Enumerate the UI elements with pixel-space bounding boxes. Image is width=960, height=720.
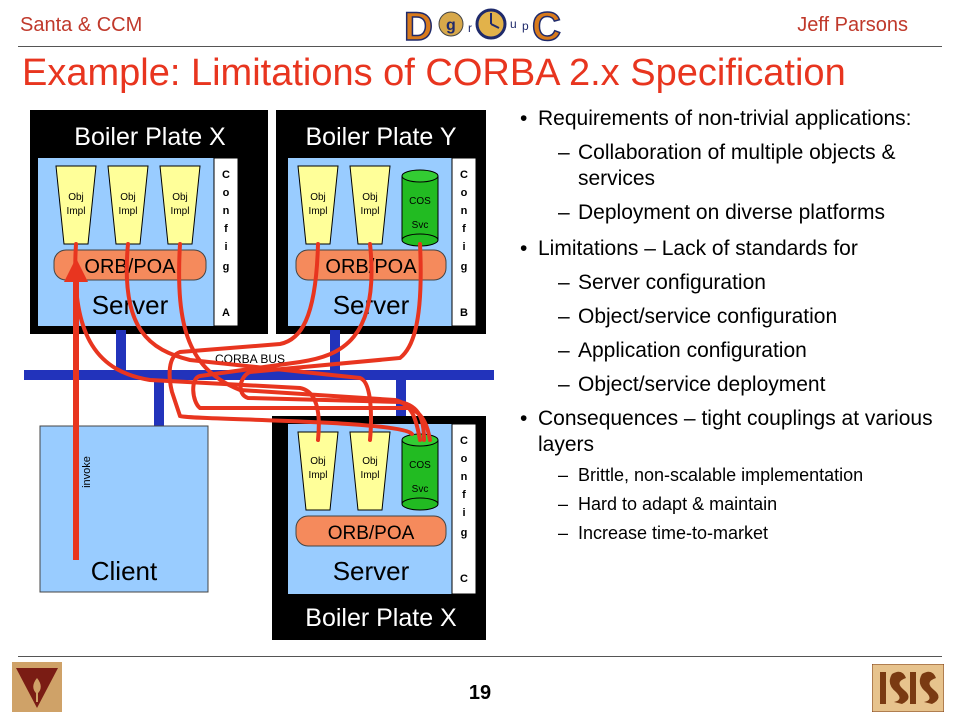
svg-text:Obj: Obj: [362, 192, 378, 203]
svg-text:COS: COS: [409, 196, 431, 207]
bullet-item: Increase time-to-market: [518, 522, 954, 545]
svg-text:Impl: Impl: [309, 470, 328, 481]
bullet-item: Consequences – tight couplings at variou…: [518, 406, 954, 458]
bullet-list: Requirements of non-trivial applications…: [518, 102, 954, 545]
svg-text:C: C: [460, 435, 468, 447]
svg-text:Impl: Impl: [67, 206, 86, 217]
bullet-item: Object/service configuration: [518, 304, 954, 330]
svg-text:Svc: Svc: [412, 484, 429, 495]
orb-poa-x: [53, 249, 207, 281]
footer-divider: [18, 656, 942, 657]
svg-text:C: C: [222, 169, 230, 181]
corba-bus: [24, 370, 494, 380]
svg-text:f: f: [224, 223, 228, 235]
bullet-item: Deployment on diverse platforms: [518, 200, 954, 226]
svg-text:C: C: [460, 169, 468, 181]
bullet-item: Limitations – Lack of standards for: [518, 236, 954, 262]
svg-text:Impl: Impl: [119, 206, 138, 217]
bullet-item: Server configuration: [518, 270, 954, 296]
bullet-item: Hard to adapt & maintain: [518, 493, 954, 516]
svg-text:B: B: [460, 307, 468, 319]
header-right-text: Jeff Parsons: [797, 14, 908, 36]
svg-text:Obj: Obj: [120, 192, 136, 203]
svg-text:n: n: [223, 205, 230, 217]
svg-text:ORB/POA: ORB/POA: [84, 256, 176, 278]
svg-text:g: g: [461, 261, 468, 273]
boiler-plate-x-top-label: Boiler Plate X: [74, 123, 226, 151]
obj-impl-x-2: [107, 165, 149, 245]
svg-text:Obj: Obj: [362, 456, 378, 467]
boiler-plate-y-label: Boiler Plate Y: [305, 123, 456, 151]
config-b-letters: C o n f i g B: [460, 169, 468, 319]
svg-text:Obj: Obj: [310, 192, 326, 203]
svg-text:g: g: [461, 527, 468, 539]
cos-svc-c: COS Svc: [401, 433, 439, 511]
svg-text:Impl: Impl: [361, 206, 380, 217]
slide-title: Example: Limitations of CORBA 2.x Specif…: [22, 52, 846, 94]
bullet-item: Brittle, non-scalable implementation: [518, 464, 954, 487]
logo-letter-c: C: [532, 5, 561, 46]
client-box: [39, 425, 209, 593]
bullet-item: Object/service deployment: [518, 372, 954, 398]
obj-impl-c-1: [297, 431, 339, 511]
bullet-item: Requirements of non-trivial applications…: [518, 106, 954, 132]
orb-poa-c: [295, 515, 447, 547]
invoke-label: invoke: [81, 456, 93, 488]
config-c-letters: C o n f i g C: [460, 435, 468, 585]
svg-text:f: f: [462, 489, 466, 501]
svg-text:f: f: [462, 223, 466, 235]
obj-impl-x-3: [159, 165, 201, 245]
logo-letter-r: r: [468, 21, 472, 35]
cos-svc-y: COS Svc: [401, 169, 439, 247]
svg-text:i: i: [224, 241, 227, 253]
logo-letter-p: p: [522, 19, 529, 33]
svg-text:n: n: [461, 205, 468, 217]
config-c-strip: [451, 423, 477, 595]
logo-letter-u: u: [510, 17, 517, 31]
svg-text:i: i: [462, 241, 465, 253]
group-logo: D g r u p C: [403, 4, 561, 46]
svg-text:Obj: Obj: [68, 192, 84, 203]
config-b-strip: [451, 157, 477, 327]
svg-text:ORB/POA: ORB/POA: [328, 523, 415, 544]
config-a-letters: C o n f i g A: [222, 169, 230, 319]
bullet-item: Collaboration of multiple objects & serv…: [518, 140, 954, 192]
obj-impl-c-2: [349, 431, 391, 511]
logo-letter-d: D: [404, 5, 433, 46]
client-label: Client: [91, 556, 158, 586]
boiler-plate-x-bottom-label: Boiler Plate X: [305, 604, 457, 632]
page-number: 19: [468, 682, 492, 704]
svg-text:Impl: Impl: [361, 470, 380, 481]
svg-text:o: o: [223, 187, 230, 199]
bullet-item: Application configuration: [518, 338, 954, 364]
svg-text:C: C: [460, 573, 468, 585]
svg-text:i: i: [462, 507, 465, 519]
svg-text:Svc: Svc: [412, 220, 429, 231]
svg-text:n: n: [461, 471, 468, 483]
server-c-label: Server: [333, 556, 410, 586]
isis-logo-icon: [872, 664, 944, 712]
vanderbilt-logo-icon: [12, 662, 62, 712]
svg-text:Impl: Impl: [309, 206, 328, 217]
logo-letter-g: g: [446, 17, 456, 34]
svg-text:A: A: [222, 307, 230, 319]
header-left-text: Santa & CCM: [20, 14, 143, 36]
svg-text:o: o: [461, 187, 468, 199]
corba-diagram: Boiler Plate X C o n f i g A Obj Impl Ob…: [24, 110, 494, 640]
svg-text:o: o: [461, 453, 468, 465]
svg-text:Obj: Obj: [172, 192, 188, 203]
svg-text:Impl: Impl: [171, 206, 190, 217]
invoke-arrow: [64, 258, 88, 560]
obj-impl-y-2: [349, 165, 391, 245]
svg-text:COS: COS: [409, 460, 431, 471]
obj-impl-x-1: [55, 165, 97, 245]
config-a-strip: [213, 157, 239, 327]
header-divider: [18, 46, 942, 47]
svg-text:g: g: [223, 261, 230, 273]
obj-impl-y-1: [297, 165, 339, 245]
svg-text:Obj: Obj: [310, 456, 326, 467]
